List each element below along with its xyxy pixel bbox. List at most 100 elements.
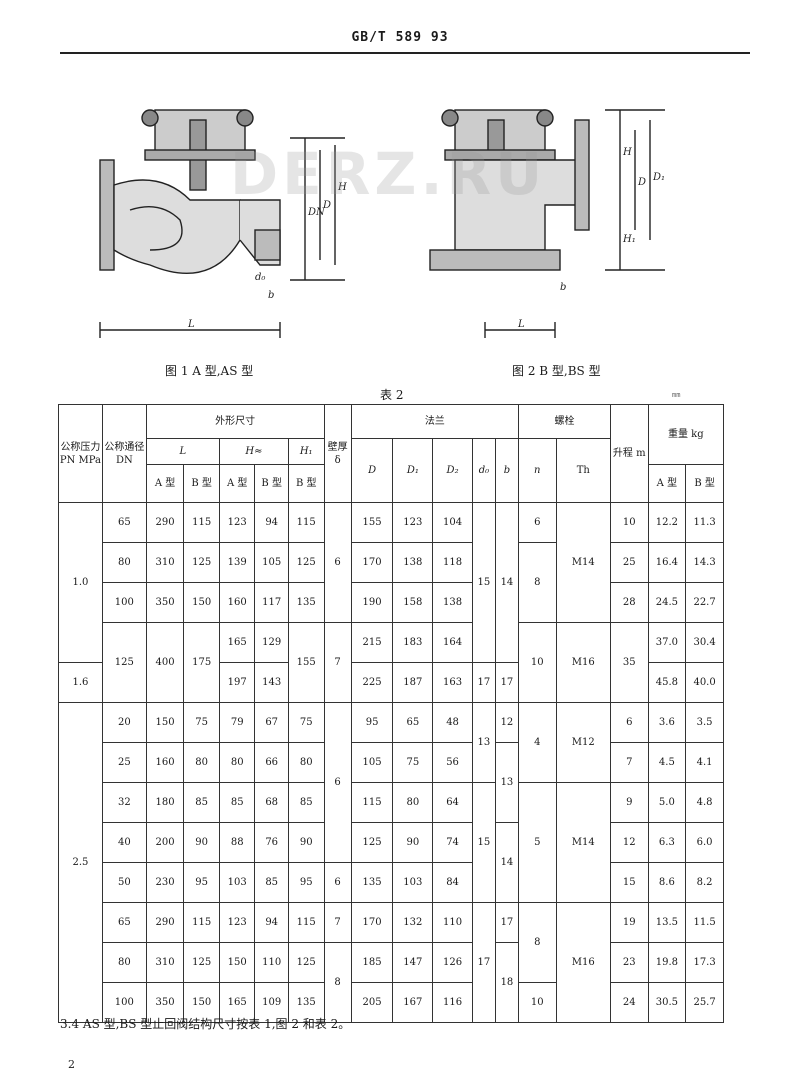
d0-cell: 17 — [471, 662, 496, 703]
cell: 230 — [145, 862, 185, 903]
cell: 65 — [392, 702, 434, 743]
d0-cell: 13 — [471, 702, 496, 783]
cell: 85 — [218, 782, 256, 823]
th-cell: M16 — [555, 902, 611, 1023]
svg-text:H: H — [622, 147, 632, 158]
table-row: 2.5 20 150 75 79 67 75 6 95 65 48 13 12 … — [58, 702, 724, 1023]
col-L-b: B 型 — [183, 464, 220, 503]
cell: 215 — [350, 622, 394, 663]
cell: 163 — [432, 662, 473, 703]
cell: 66 — [254, 742, 289, 783]
cell: 180 — [145, 782, 185, 823]
cell: 6.3 — [647, 822, 687, 863]
cell: 75 — [392, 742, 434, 783]
col-H: H≈ — [218, 438, 289, 465]
cell: 8.2 — [685, 862, 724, 903]
cell: 10 — [609, 502, 649, 543]
cell: 25.7 — [685, 982, 724, 1023]
col-n: n — [517, 438, 557, 503]
cell: 105 — [254, 542, 289, 583]
cell: 6 — [609, 702, 649, 743]
cell: 24.5 — [647, 582, 687, 623]
cell: 12.2 — [647, 502, 687, 543]
n-cell: 5 — [517, 782, 557, 903]
col-H-a: A 型 — [218, 464, 256, 503]
dn-cell: 100 — [101, 982, 147, 1023]
cell: 22.7 — [685, 582, 724, 623]
cell: 95 — [287, 862, 325, 903]
cell: 90 — [183, 822, 220, 863]
cell: 175 — [183, 622, 220, 703]
cell: 35 — [609, 622, 649, 703]
cell: 13.5 — [647, 902, 687, 943]
cell: 109 — [254, 982, 289, 1023]
th-cell: M14 — [555, 782, 611, 903]
cell: 197 — [218, 662, 256, 703]
cell: 155 — [287, 622, 325, 703]
n-cell: 4 — [517, 702, 557, 783]
cell: 165 — [218, 982, 256, 1023]
cell: 225 — [350, 662, 394, 703]
cell: 67 — [254, 702, 289, 743]
cell: 9 — [609, 782, 649, 823]
table-row: 32 180 85 85 68 85 115 80 64 15 5 M14 9 … — [59, 782, 724, 903]
figure-1-caption: 图 1 A 型,AS 型 — [165, 364, 254, 378]
cell: 125 — [287, 942, 325, 983]
d0-cell: 15 — [471, 782, 496, 903]
cell: 104 — [432, 502, 473, 543]
cell: 150 — [183, 582, 220, 623]
cell: 125 — [183, 942, 220, 983]
pn-cell: 1.0 — [58, 502, 103, 663]
cell: 126 — [432, 942, 473, 983]
cell: 400 — [145, 622, 185, 703]
cell: 24 — [609, 982, 649, 1023]
dn-cell: 100 — [101, 582, 147, 623]
cell: 115 — [350, 782, 394, 823]
cell: 138 — [432, 582, 473, 623]
col-mass-b: B 型 — [685, 464, 724, 503]
cell: 8.6 — [647, 862, 687, 903]
col-outline: 外形尺寸 — [145, 404, 325, 439]
cell: 80 — [183, 742, 220, 783]
cell: 6.0 — [685, 822, 724, 863]
cell: 5.0 — [647, 782, 687, 823]
d0-cell: 15 — [471, 502, 496, 663]
cell: 15 — [609, 862, 649, 903]
cell: 12 — [609, 822, 649, 863]
cell: 80 — [392, 782, 434, 823]
col-bolt: 螺栓 — [517, 404, 611, 439]
svg-text:d₀: d₀ — [255, 272, 265, 283]
dn-cell: 25 — [101, 742, 147, 783]
cell: 85 — [183, 782, 220, 823]
wall-cell: 7 — [323, 902, 352, 943]
cell: 19.8 — [647, 942, 687, 983]
cell: 164 — [432, 622, 473, 663]
cell: 56 — [432, 742, 473, 783]
cell: 139 — [218, 542, 256, 583]
svg-text:L: L — [517, 319, 525, 330]
svg-text:D₁: D₁ — [652, 172, 665, 183]
cell: 155 — [350, 502, 394, 543]
n-cell: 10 — [517, 622, 557, 703]
svg-text:b: b — [560, 282, 566, 293]
col-b: b — [494, 438, 519, 503]
cell: 115 — [287, 902, 325, 943]
cell: 3.6 — [647, 702, 687, 743]
cell: 125 — [183, 542, 220, 583]
svg-text:D: D — [637, 177, 646, 188]
cell: 125 — [350, 822, 394, 863]
cell: 167 — [392, 982, 434, 1023]
cell: 11.3 — [685, 502, 724, 543]
cell: 160 — [145, 742, 185, 783]
cell: 187 — [392, 662, 434, 703]
cell: 158 — [392, 582, 434, 623]
dn-cell: 32 — [101, 782, 147, 823]
dn-cell: 80 — [101, 542, 147, 583]
cell: 17.3 — [685, 942, 724, 983]
cell: 115 — [287, 502, 325, 543]
table-row: 80 310 125 139 105 125 170 138 118 8 25 … — [59, 542, 724, 623]
b-cell: 14 — [494, 822, 519, 903]
cell: 117 — [254, 582, 289, 623]
cell: 30.5 — [647, 982, 687, 1023]
cell: 80 — [287, 742, 325, 783]
